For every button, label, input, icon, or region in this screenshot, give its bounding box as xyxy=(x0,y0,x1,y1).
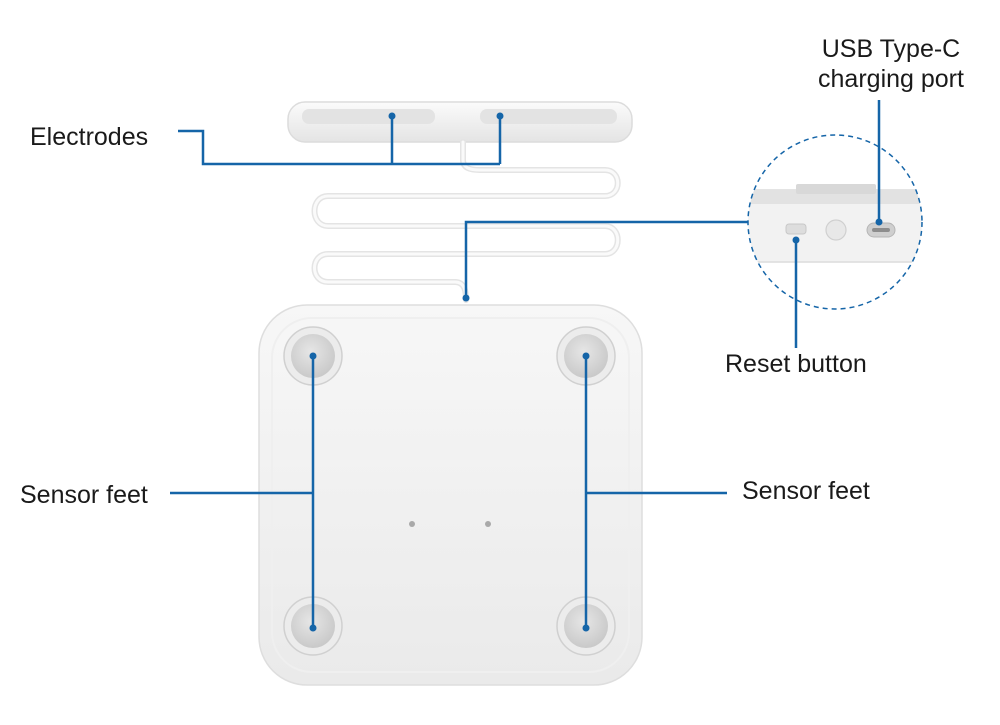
usb-port-label: USB Type-C charging port xyxy=(806,34,976,94)
sensor-feet-label-right: Sensor feet xyxy=(742,477,870,505)
callout-lines xyxy=(170,100,881,628)
usb-port-label-line2: charging port xyxy=(818,65,964,93)
callout-dot xyxy=(496,112,504,120)
callout-dot xyxy=(309,352,317,360)
electrode-bar xyxy=(287,101,633,143)
screw-dot xyxy=(409,521,415,527)
usb-port-label-line1: USB Type-C xyxy=(821,35,961,63)
callout-dot xyxy=(792,236,800,244)
electrode-pad-left xyxy=(302,109,435,124)
callout-dot xyxy=(582,624,590,632)
reset-button-label: Reset button xyxy=(725,350,867,378)
screw-dot xyxy=(485,521,491,527)
callout-dot xyxy=(462,294,470,302)
sensor-feet-label-left: Sensor feet xyxy=(20,481,148,509)
scale-body xyxy=(258,304,643,686)
reset-button-detail xyxy=(785,223,807,235)
electrodes-label: Electrodes xyxy=(30,123,149,151)
zoom-inset xyxy=(747,134,923,310)
callout-dot xyxy=(388,112,396,120)
electrode-pad-right xyxy=(480,109,617,124)
callout-dot xyxy=(582,352,590,360)
callout-dot xyxy=(309,624,317,632)
callout-dot xyxy=(875,218,883,226)
